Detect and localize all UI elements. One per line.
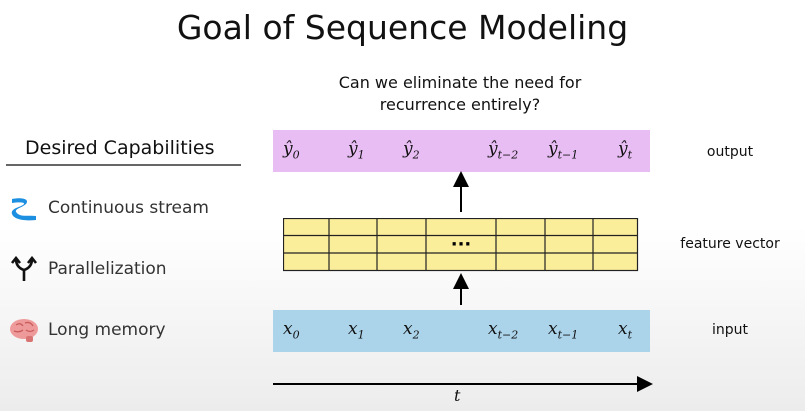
token-base: x [618,319,628,339]
capabilities-heading: Desired Capabilities [25,137,215,159]
token-subscript: t−2 [497,148,519,162]
token-base: x [488,319,498,339]
output-token: ŷt−2 [488,139,518,161]
output-token: ŷ1 [348,139,365,161]
token-base: ŷ [488,139,498,159]
ellipsis: ··· [451,234,472,255]
token-subscript: 1 [357,148,365,162]
river-icon [11,198,36,221]
token-subscript: t [627,328,633,342]
input-token: xt−2 [488,319,518,341]
capability-label: Long memory [48,320,166,340]
token-subscript: t−2 [497,328,519,342]
feature-vector-grid: ··· [283,218,639,272]
token-subscript: t [627,148,633,162]
input-token: x1 [348,319,365,341]
token-base: ŷ [548,139,558,159]
capability-long-memory: Long memory [8,317,166,343]
input-token: xt−1 [548,319,578,341]
token-base: ŷ [348,139,358,159]
output-label: output [706,144,754,160]
token-base: x [548,319,558,339]
input-token: x0 [283,319,300,341]
input-token: x2 [403,319,420,341]
token-subscript: t−1 [557,148,579,162]
token-base: ŷ [283,139,293,159]
output-token: ŷ0 [283,139,300,161]
token-base: x [283,319,293,339]
input-token: xt [618,319,632,341]
token-subscript: t−1 [557,328,579,342]
divider [6,164,241,166]
output-token: ŷt−1 [548,139,578,161]
time-label: t [454,386,461,405]
token-base: ŷ [618,139,628,159]
split-arrows-icon [10,256,38,281]
token-base: x [348,319,358,339]
capability-label: Parallelization [48,259,167,279]
token-base: ŷ [403,139,413,159]
token-subscript: 0 [292,148,300,162]
capability-label: Continuous stream [48,198,209,218]
output-token: ŷ2 [403,139,420,161]
question-text: Can we eliminate the need for recurrence… [290,72,630,116]
capability-continuous-stream: Continuous stream [8,195,209,221]
token-subscript: 0 [292,328,300,342]
brain-icon [10,319,38,342]
question-line: Can we eliminate the need for [338,73,582,92]
input-label: input [711,322,748,338]
capability-parallelization: Parallelization [8,256,167,282]
grid-lines [283,218,638,271]
grid-border [283,218,639,272]
feature-vector-label: feature vector [680,236,780,252]
token-subscript: 1 [357,328,365,342]
output-token: ŷt [618,139,632,161]
token-subscript: 2 [412,148,420,162]
slide-title: Goal of Sequence Modeling [176,8,629,47]
question-line: recurrence entirely? [379,95,541,114]
token-base: x [403,319,413,339]
token-subscript: 2 [412,328,420,342]
